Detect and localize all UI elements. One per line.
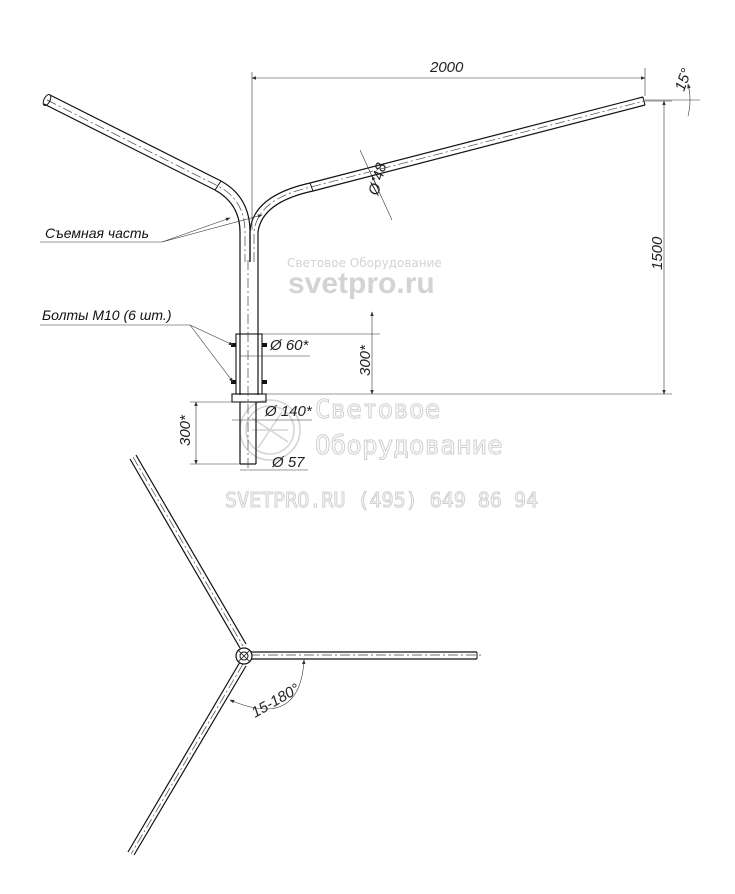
plan-arm-upper: [129, 454, 247, 649]
dim-flange-diameter: Ø 140*: [264, 403, 313, 420]
label-removable-part: Съемная часть: [45, 225, 149, 241]
right-arm: [249, 96, 646, 262]
dim-base-length: 300*: [177, 414, 194, 446]
dim-sleeve-length: 300*: [357, 344, 374, 376]
dim-height: 1500: [649, 236, 666, 270]
callouts: Съемная часть Болты М10 (6 шт.): [40, 214, 263, 383]
watermark-line2: svetpro.ru: [288, 267, 435, 300]
pole: [231, 260, 267, 470]
dim-arm-diameter: Ø 48: [365, 161, 390, 198]
plan-hub: [235, 647, 253, 665]
dimension-labels: 2000 15° 1500 Ø 48 Ø 60* 300* Ø 140* 300…: [177, 59, 696, 471]
watermark-line5: SVETPRO.RU (495) 649 86 94: [225, 488, 538, 512]
plan-arm-right: [250, 651, 484, 660]
label-bolts: Болты М10 (6 шт.): [42, 307, 171, 323]
watermark-line4: Оборудование: [315, 431, 503, 461]
plan-view: 15-180°: [127, 454, 484, 856]
plan-arm-lower: [127, 661, 247, 856]
dim-arm-length: 2000: [429, 59, 464, 76]
dim-base-diameter: Ø 57: [271, 454, 305, 471]
dim-sleeve-diameter: Ø 60*: [269, 337, 310, 354]
dimension-lines: [190, 68, 700, 471]
watermark-line3: Световое: [315, 395, 440, 425]
elevation-view: 2000 15° 1500 Ø 48 Ø 60* 300* Ø 140* 300…: [40, 59, 700, 471]
dim-arm-angle: 15°: [672, 66, 696, 93]
watermark-line1: Световое Оборудование: [287, 256, 442, 270]
dim-rotation-range: 15-180°: [249, 680, 303, 721]
watermark: Световое Оборудование svetpro.ru Светово…: [225, 256, 539, 513]
